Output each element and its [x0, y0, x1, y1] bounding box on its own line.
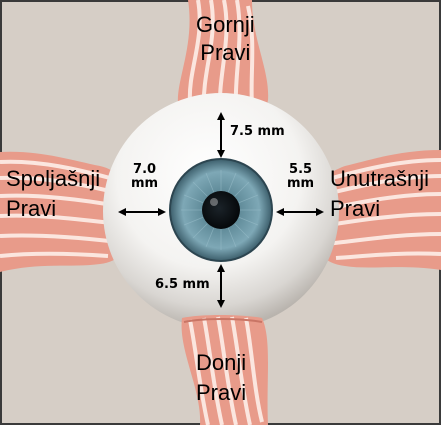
lateral-rectus-label-line2: Pravi: [6, 198, 100, 220]
medial-distance-unit: mm: [287, 177, 314, 191]
inferior-rectus-label-line1: Donji: [196, 352, 246, 374]
medial-distance-value: 5.5: [287, 163, 314, 177]
pupil-highlight: [210, 198, 218, 206]
medial-rectus-label-line1: Unutrašnji: [330, 168, 429, 190]
inferior-rectus-label: Donji Pravi: [196, 352, 246, 404]
superior-distance-label: 7.5 mm: [230, 125, 285, 139]
superior-rectus-label-line2: Pravi: [196, 42, 255, 64]
medial-distance-label: 5.5 mm: [287, 163, 314, 190]
lateral-rectus-label-line1: Spoljašnji: [6, 168, 100, 190]
inferior-distance-label: 6.5 mm: [155, 278, 210, 292]
lateral-distance-label: 7.0 mm: [131, 163, 158, 190]
lateral-distance-unit: mm: [131, 177, 158, 191]
superior-rectus-label-line1: Gornji: [196, 14, 255, 36]
lateral-distance-value: 7.0: [131, 163, 158, 177]
lateral-rectus-label: Spoljašnji Pravi: [6, 168, 100, 220]
medial-rectus-label-line2: Pravi: [330, 198, 429, 220]
superior-rectus-label: Gornji Pravi: [196, 14, 255, 64]
medial-rectus-label: Unutrašnji Pravi: [330, 168, 429, 220]
pupil: [202, 191, 240, 229]
inferior-rectus-label-line2: Pravi: [196, 382, 246, 404]
